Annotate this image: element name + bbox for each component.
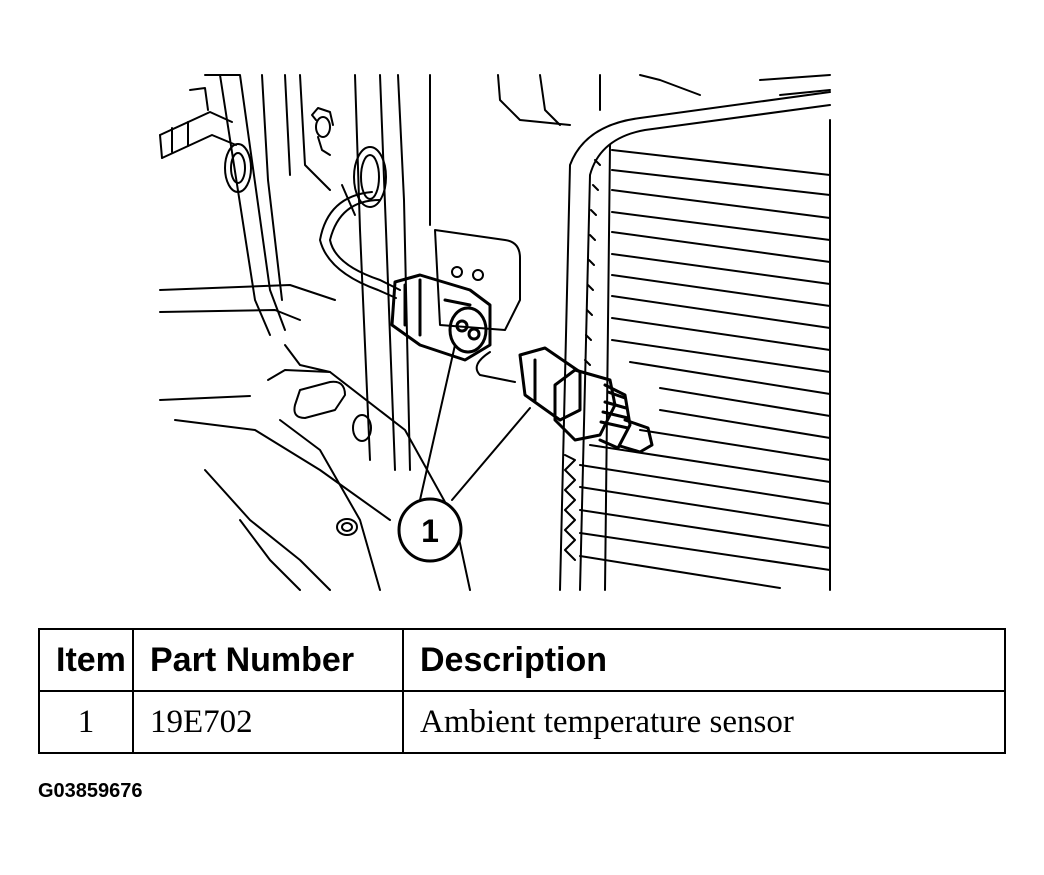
wire-harness [319,191,401,299]
body-panel [159,74,391,591]
support-post [341,74,411,471]
condenser-grille [559,91,831,591]
row-part-number: 19E702 [132,690,404,754]
header-description: Description [402,628,1006,692]
electrical-connector [390,273,492,362]
parts-table: Item Part Number Description 1 19E702 Am… [38,628,1006,754]
figure-id: G03859676 [38,780,143,802]
callout-leaders [419,344,531,501]
table-row: 1 19E702 Ambient temperature sensor [38,690,1006,754]
sensor-location-illustration: 1 [159,74,831,591]
header-part-number: Part Number [132,628,404,692]
bulkhead [429,74,831,226]
parts-table-header: Item Part Number Description [38,628,1006,692]
callout-1: 1 [397,497,463,563]
row-description: Ambient temperature sensor [402,690,1006,754]
row-item: 1 [38,690,134,754]
callout-number: 1 [421,513,439,549]
header-item: Item [38,628,134,692]
